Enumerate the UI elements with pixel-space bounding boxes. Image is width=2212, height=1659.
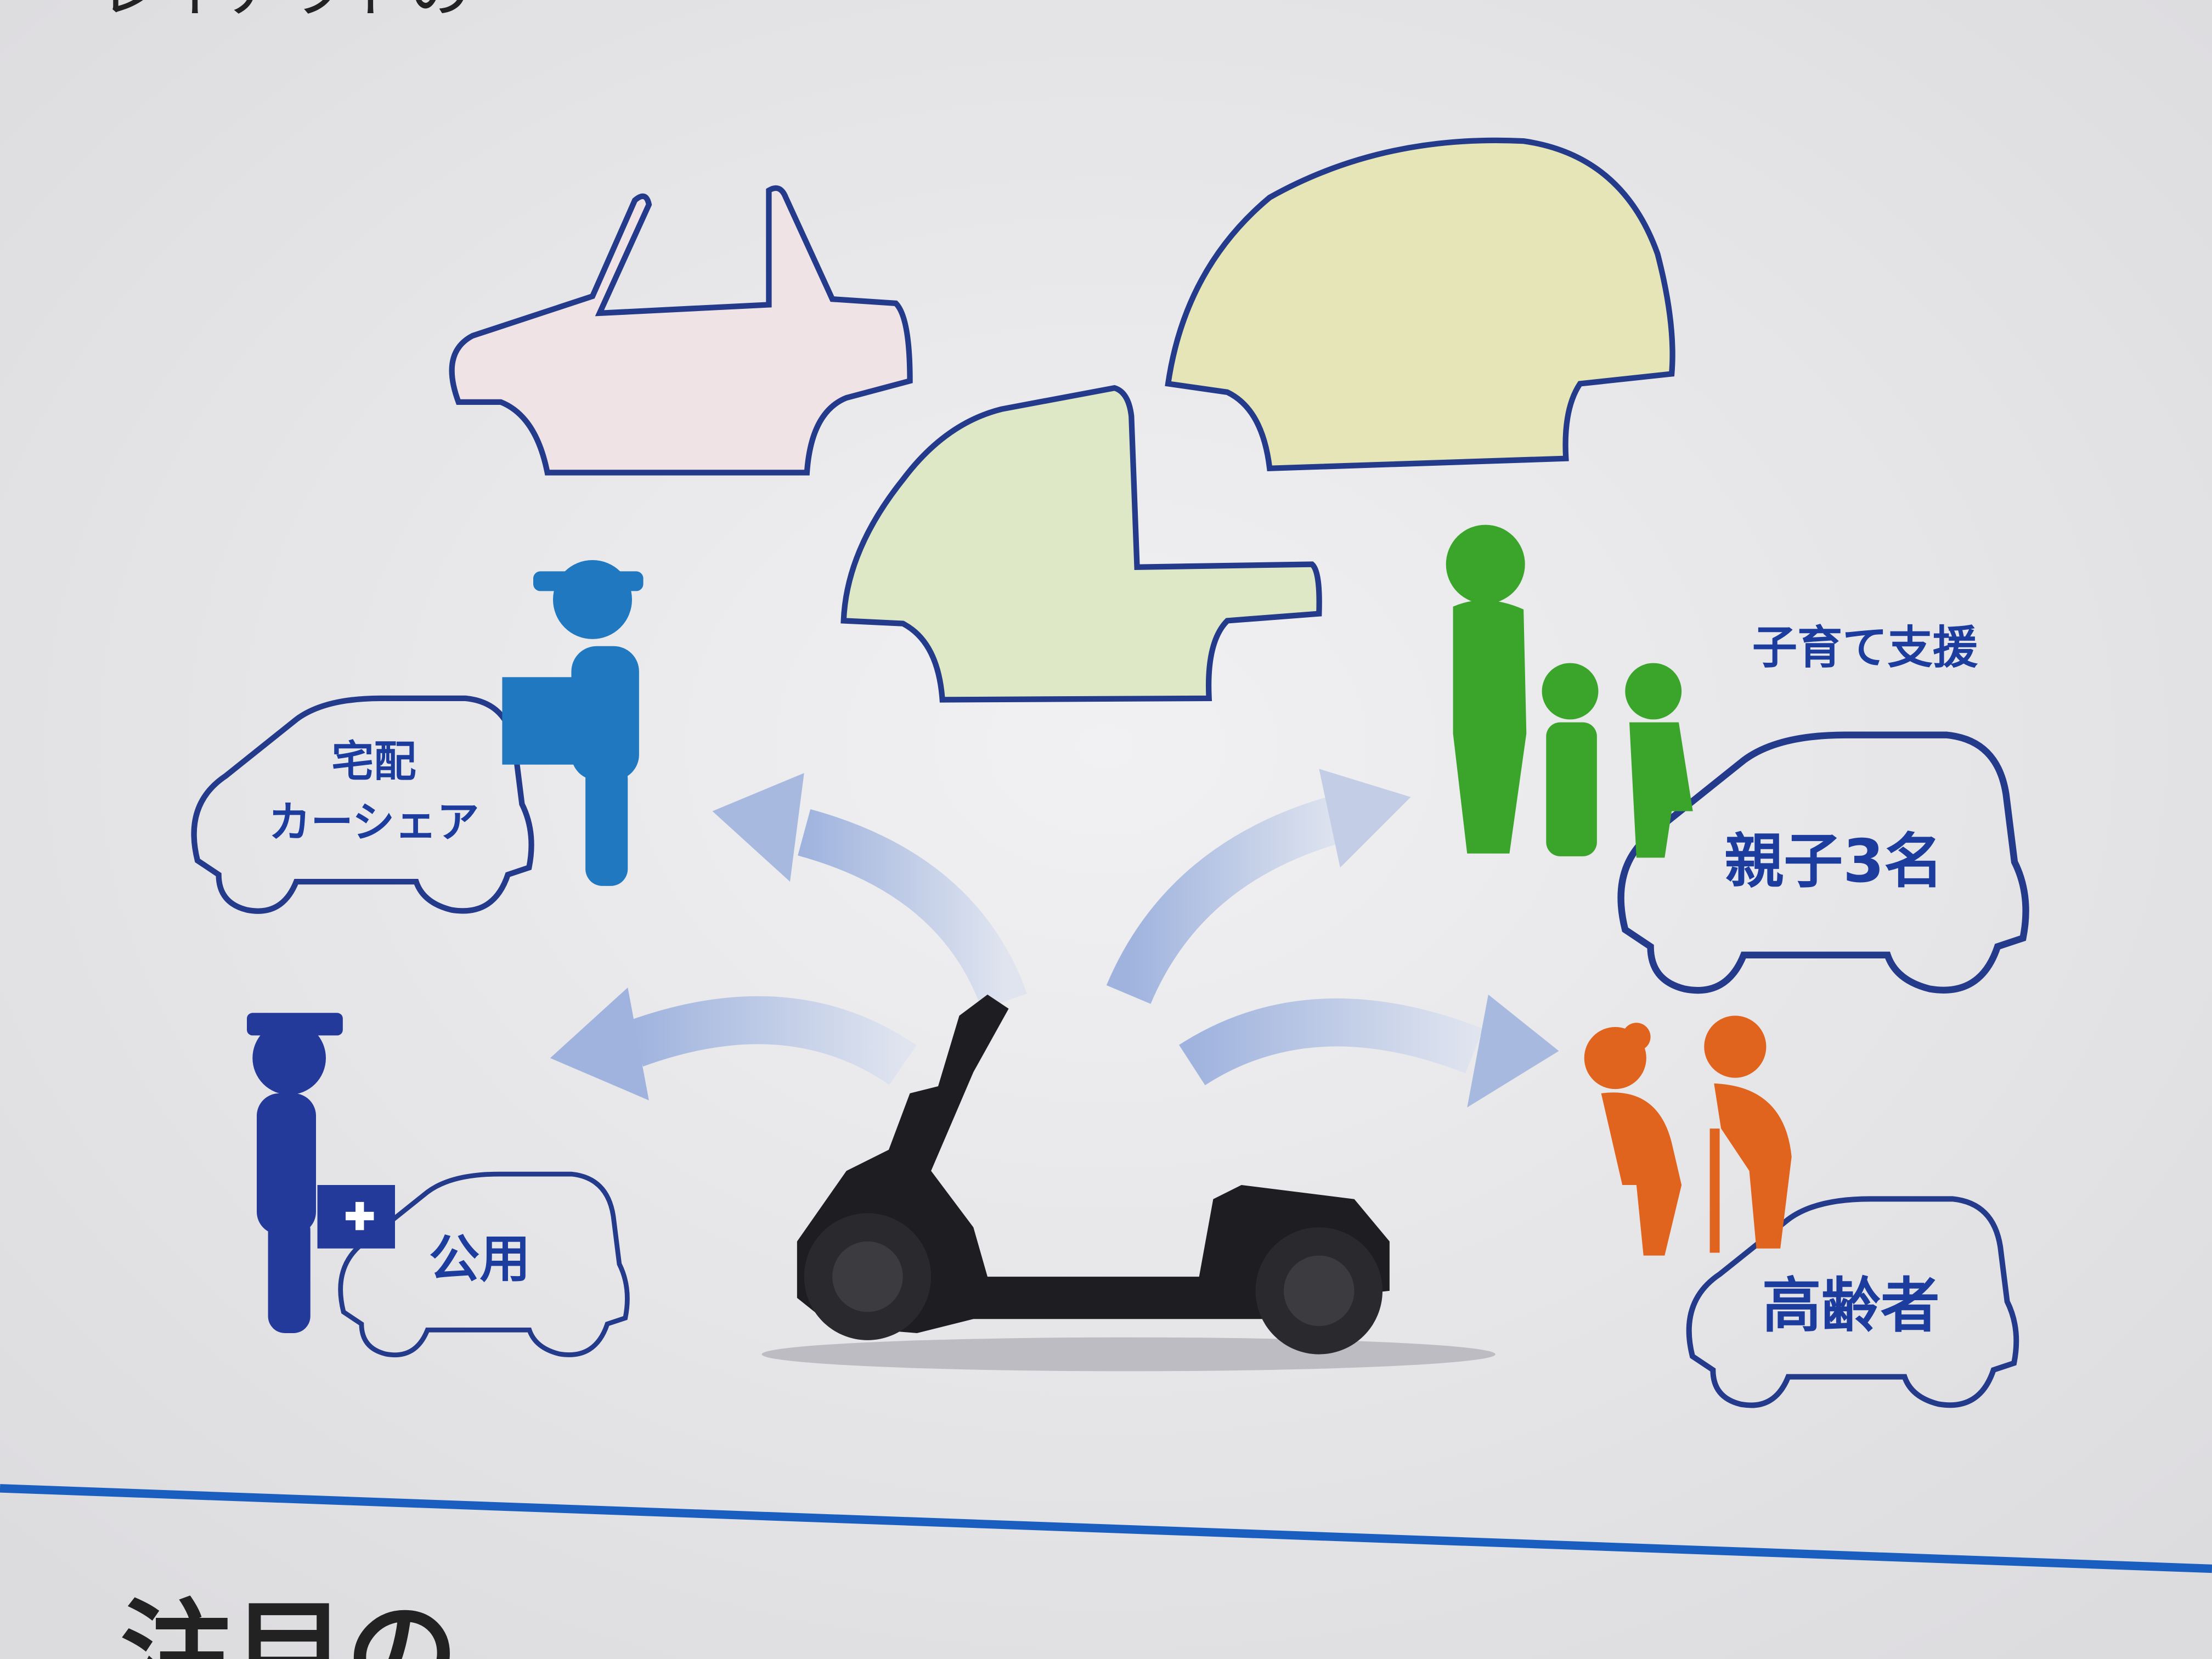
roadster-body bbox=[449, 185, 913, 476]
divider-line bbox=[0, 1484, 2212, 1573]
label-delivery: 宅配 bbox=[331, 737, 416, 786]
delivery-person-icon bbox=[502, 560, 644, 886]
label-elderly: 高齢者 bbox=[1762, 1272, 1940, 1340]
arrow-right bbox=[1179, 994, 1559, 1108]
family-people-icon bbox=[1446, 524, 1693, 858]
footer-heading: 注目の bbox=[120, 1588, 459, 1659]
arrow-upper-right bbox=[1106, 769, 1411, 1005]
label-childcare: 子育て支援 bbox=[1752, 622, 1978, 674]
header-title: レイアウトの bbox=[99, 0, 471, 26]
elderly-people-icon bbox=[1584, 1015, 1792, 1256]
label-public: 公用 bbox=[429, 1229, 531, 1289]
label-family: 親子3名 bbox=[1724, 827, 1943, 896]
public-person-icon bbox=[247, 1013, 395, 1333]
van-body bbox=[1165, 137, 1675, 472]
label-carshare: カーシェア bbox=[268, 798, 479, 847]
vehicle-chassis bbox=[761, 994, 1496, 1372]
arrow-upper-left bbox=[712, 773, 1028, 1010]
pickup-body bbox=[840, 385, 1322, 703]
arrow-left bbox=[550, 988, 917, 1101]
